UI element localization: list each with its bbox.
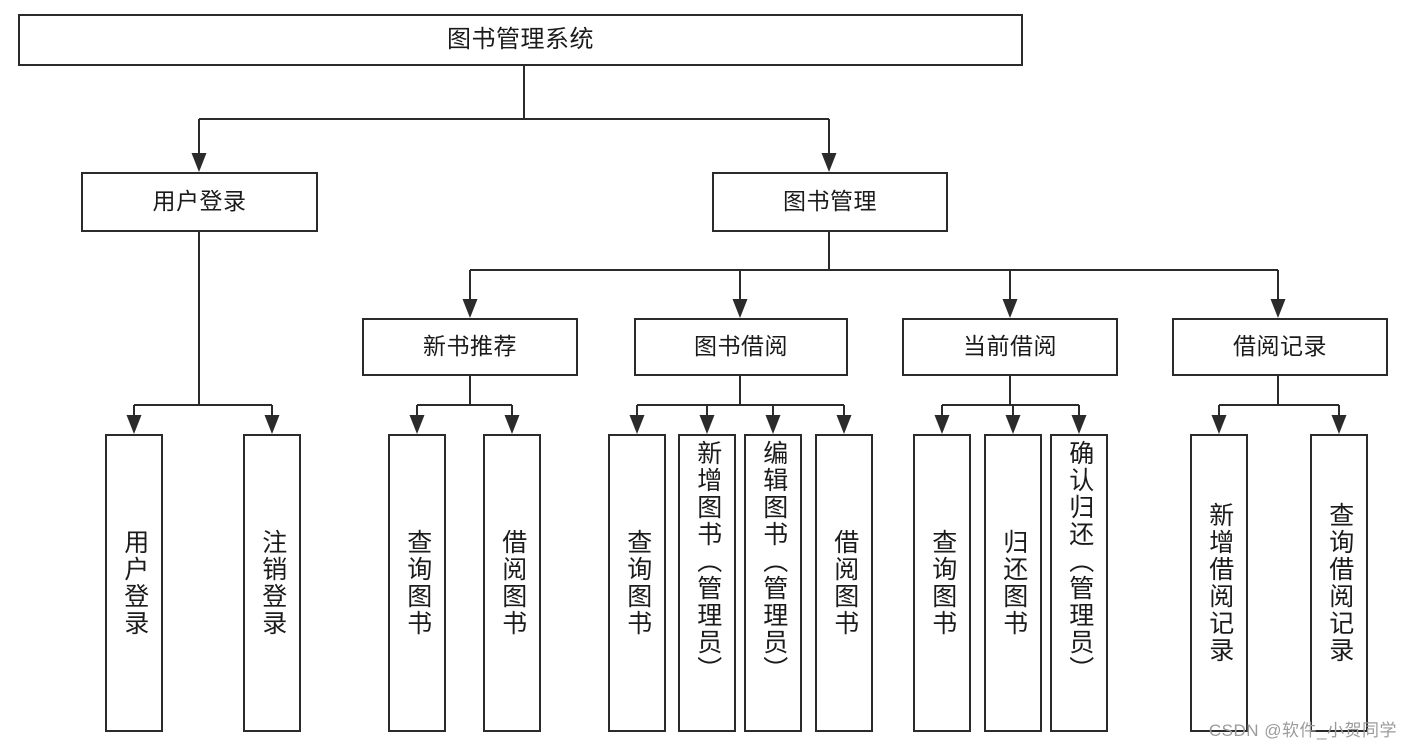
node-book-borrow-label: 图书借阅	[694, 333, 788, 360]
node-leaf-query-book-3[interactable]: 查询图书	[913, 434, 971, 732]
node-leaf-return-book-label: 归还图书	[999, 529, 1028, 637]
node-root-label: 图书管理系统	[447, 25, 594, 53]
node-root[interactable]: 图书管理系统	[18, 14, 1023, 66]
watermark-text: CSDN @软件_小贺同学	[1208, 721, 1397, 740]
node-leaf-user-login[interactable]: 用户登录	[105, 434, 163, 732]
node-leaf-add-record[interactable]: 新增借阅记录	[1190, 434, 1248, 732]
node-leaf-add-book[interactable]: 新增图书（管理员）	[678, 434, 736, 732]
node-leaf-query-book-2[interactable]: 查询图书	[608, 434, 666, 732]
node-leaf-query-book-2-label: 查询图书	[623, 529, 652, 637]
node-leaf-add-book-label: 新增图书（管理员）	[693, 440, 722, 683]
node-leaf-borrow-book-1-label: 借阅图书	[498, 529, 527, 637]
node-leaf-return-book[interactable]: 归还图书	[984, 434, 1042, 732]
node-leaf-logout-login[interactable]: 注销登录	[243, 434, 301, 732]
node-leaf-borrow-book-2[interactable]: 借阅图书	[815, 434, 873, 732]
node-leaf-query-record[interactable]: 查询借阅记录	[1310, 434, 1368, 732]
node-leaf-edit-book[interactable]: 编辑图书（管理员）	[744, 434, 802, 732]
node-leaf-edit-book-label: 编辑图书（管理员）	[759, 440, 788, 683]
node-leaf-add-record-label: 新增借阅记录	[1205, 502, 1234, 664]
node-current-borrow[interactable]: 当前借阅	[902, 318, 1118, 376]
node-current-borrow-label: 当前借阅	[963, 333, 1057, 360]
node-new-book-recommend-label: 新书推荐	[423, 333, 517, 360]
node-leaf-query-book-3-label: 查询图书	[928, 529, 957, 637]
node-book-manage-label: 图书管理	[783, 188, 877, 215]
node-book-manage[interactable]: 图书管理	[712, 172, 948, 232]
node-leaf-borrow-book-1[interactable]: 借阅图书	[483, 434, 541, 732]
node-leaf-query-book-1[interactable]: 查询图书	[388, 434, 446, 732]
node-leaf-logout-login-label: 注销登录	[258, 529, 287, 637]
node-leaf-user-login-label: 用户登录	[120, 529, 149, 637]
node-book-borrow[interactable]: 图书借阅	[634, 318, 848, 376]
node-borrow-record-label: 借阅记录	[1233, 333, 1327, 360]
node-borrow-record[interactable]: 借阅记录	[1172, 318, 1388, 376]
node-leaf-query-record-label: 查询借阅记录	[1325, 502, 1354, 664]
node-leaf-query-book-1-label: 查询图书	[403, 529, 432, 637]
node-user-login[interactable]: 用户登录	[81, 172, 318, 232]
node-user-login-label: 用户登录	[152, 188, 247, 215]
node-leaf-confirm-return-label: 确认归还（管理员）	[1065, 440, 1094, 683]
node-leaf-confirm-return[interactable]: 确认归还（管理员）	[1050, 434, 1108, 732]
node-leaf-borrow-book-2-label: 借阅图书	[830, 529, 859, 637]
node-new-book-recommend[interactable]: 新书推荐	[362, 318, 578, 376]
